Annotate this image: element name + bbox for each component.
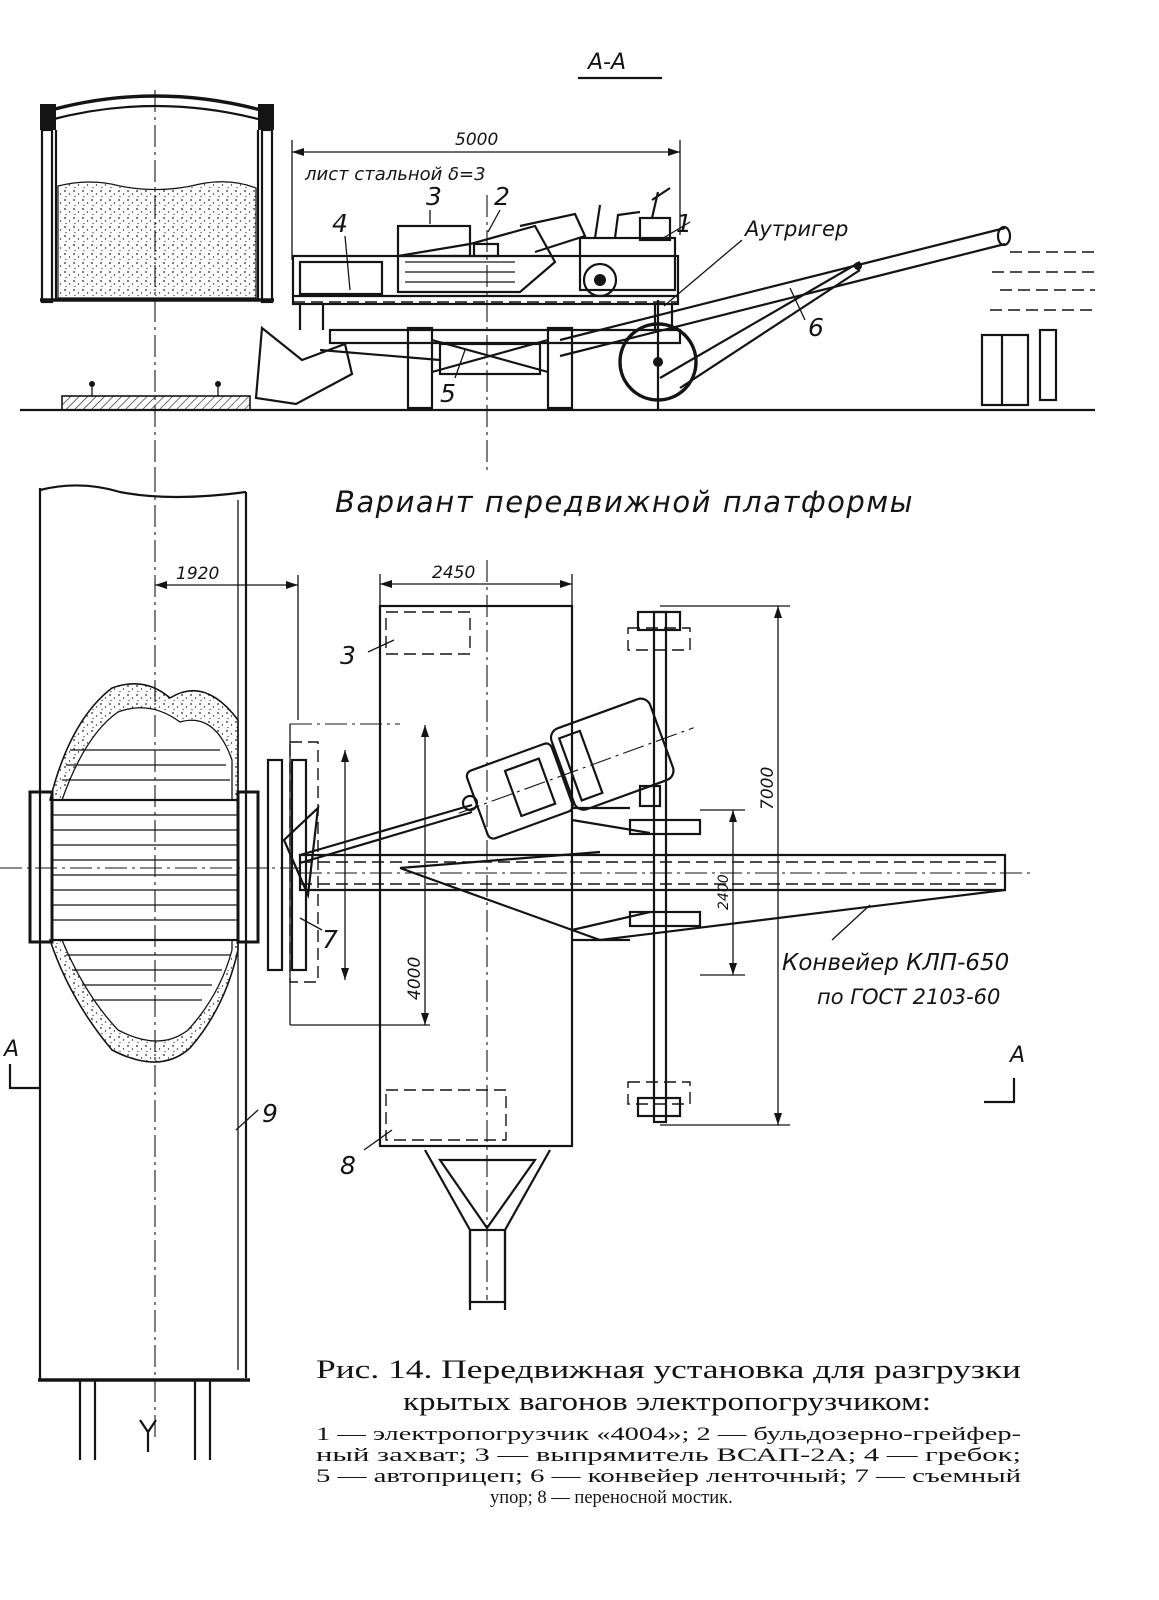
svg-text:2450: 2450 — [432, 563, 475, 583]
svg-text:1920: 1920 — [176, 564, 219, 584]
sheet-steel-note: лист стальной δ=3 — [304, 164, 486, 185]
conveyor-standard: по ГОСТ 2103-60 — [817, 985, 1000, 1009]
callout-6: 6 — [808, 313, 824, 342]
outrigger-label: Аутригер — [743, 217, 848, 241]
rail-pad — [61, 395, 251, 411]
callout-5: 5 — [440, 379, 456, 408]
dimension-7000: 7000 — [660, 605, 790, 1126]
belt-conveyor-plan — [298, 850, 1030, 942]
callout-plan-3: 3 — [340, 641, 356, 670]
svg-text:7000: 7000 — [758, 767, 778, 810]
caption-title-line2: крытых вагонов электропогрузчиком: — [403, 1387, 931, 1416]
platform-plan: 2450 4000 — [378, 560, 574, 1300]
caption-title-line1: Рис. 14. Передвижная установка для разгр… — [316, 1355, 1021, 1384]
section-mark-top: А-А — [578, 50, 662, 80]
stacked-boards — [50, 749, 240, 1001]
conveyor-label: Конвейер КЛП-650 — [782, 950, 1009, 976]
variant-title: Вариант передвижной платформы — [335, 485, 914, 519]
callout-plan-7: 7 — [322, 925, 338, 954]
callout-2: 2 — [494, 182, 510, 211]
rake-scoop — [254, 325, 354, 406]
callout-4: 4 — [332, 209, 348, 238]
callout-plan-9: 9 — [262, 1099, 278, 1128]
dimension-2400: 2400 — [700, 809, 745, 976]
tow-bar — [424, 1149, 551, 1310]
wagon-section — [40, 94, 274, 304]
dimension-5000: 5000 — [291, 130, 681, 260]
legend-line-1: 1 — электропогрузчик «4004»; 2 — бульдоз… — [316, 1425, 1021, 1445]
legend-line-4: упор; 8 — переносной мостик. — [490, 1488, 733, 1508]
svg-text:2400: 2400 — [716, 874, 732, 910]
plan-view: 1920 2450 — [0, 470, 1030, 1460]
callout-1: 1 — [676, 209, 692, 238]
svg-text:А-А: А-А — [586, 50, 626, 75]
figure-caption: Рис. 14. Передвижная установка для разгр… — [316, 1355, 1021, 1508]
callout-3: 3 — [426, 182, 442, 211]
callout-plan-8: 8 — [340, 1151, 356, 1180]
dimension-1920: 1920 — [155, 564, 299, 720]
forklift-plan — [299, 697, 694, 865]
section-mark-right: А — [1008, 1043, 1025, 1068]
truck-outline — [980, 251, 1095, 407]
axles-plan — [571, 610, 702, 1124]
belt-conveyor-side — [559, 225, 1012, 389]
section-mark-left: А — [2, 1037, 19, 1062]
bulk-cargo — [57, 181, 257, 299]
svg-text:5000: 5000 — [455, 130, 498, 150]
svg-text:4000: 4000 — [405, 957, 425, 1000]
legend-line-2: ный захват; 3 — выпрямитель ВСАП-2А; 4 —… — [316, 1446, 1021, 1466]
side-view: 5000 лист стальной δ=3 — [20, 90, 1095, 470]
mobile-platform — [291, 187, 680, 330]
legend-line-3: 5 — автоприцеп; 6 — конвейер ленточный; … — [316, 1467, 1021, 1487]
wagon-plan — [0, 470, 300, 1460]
